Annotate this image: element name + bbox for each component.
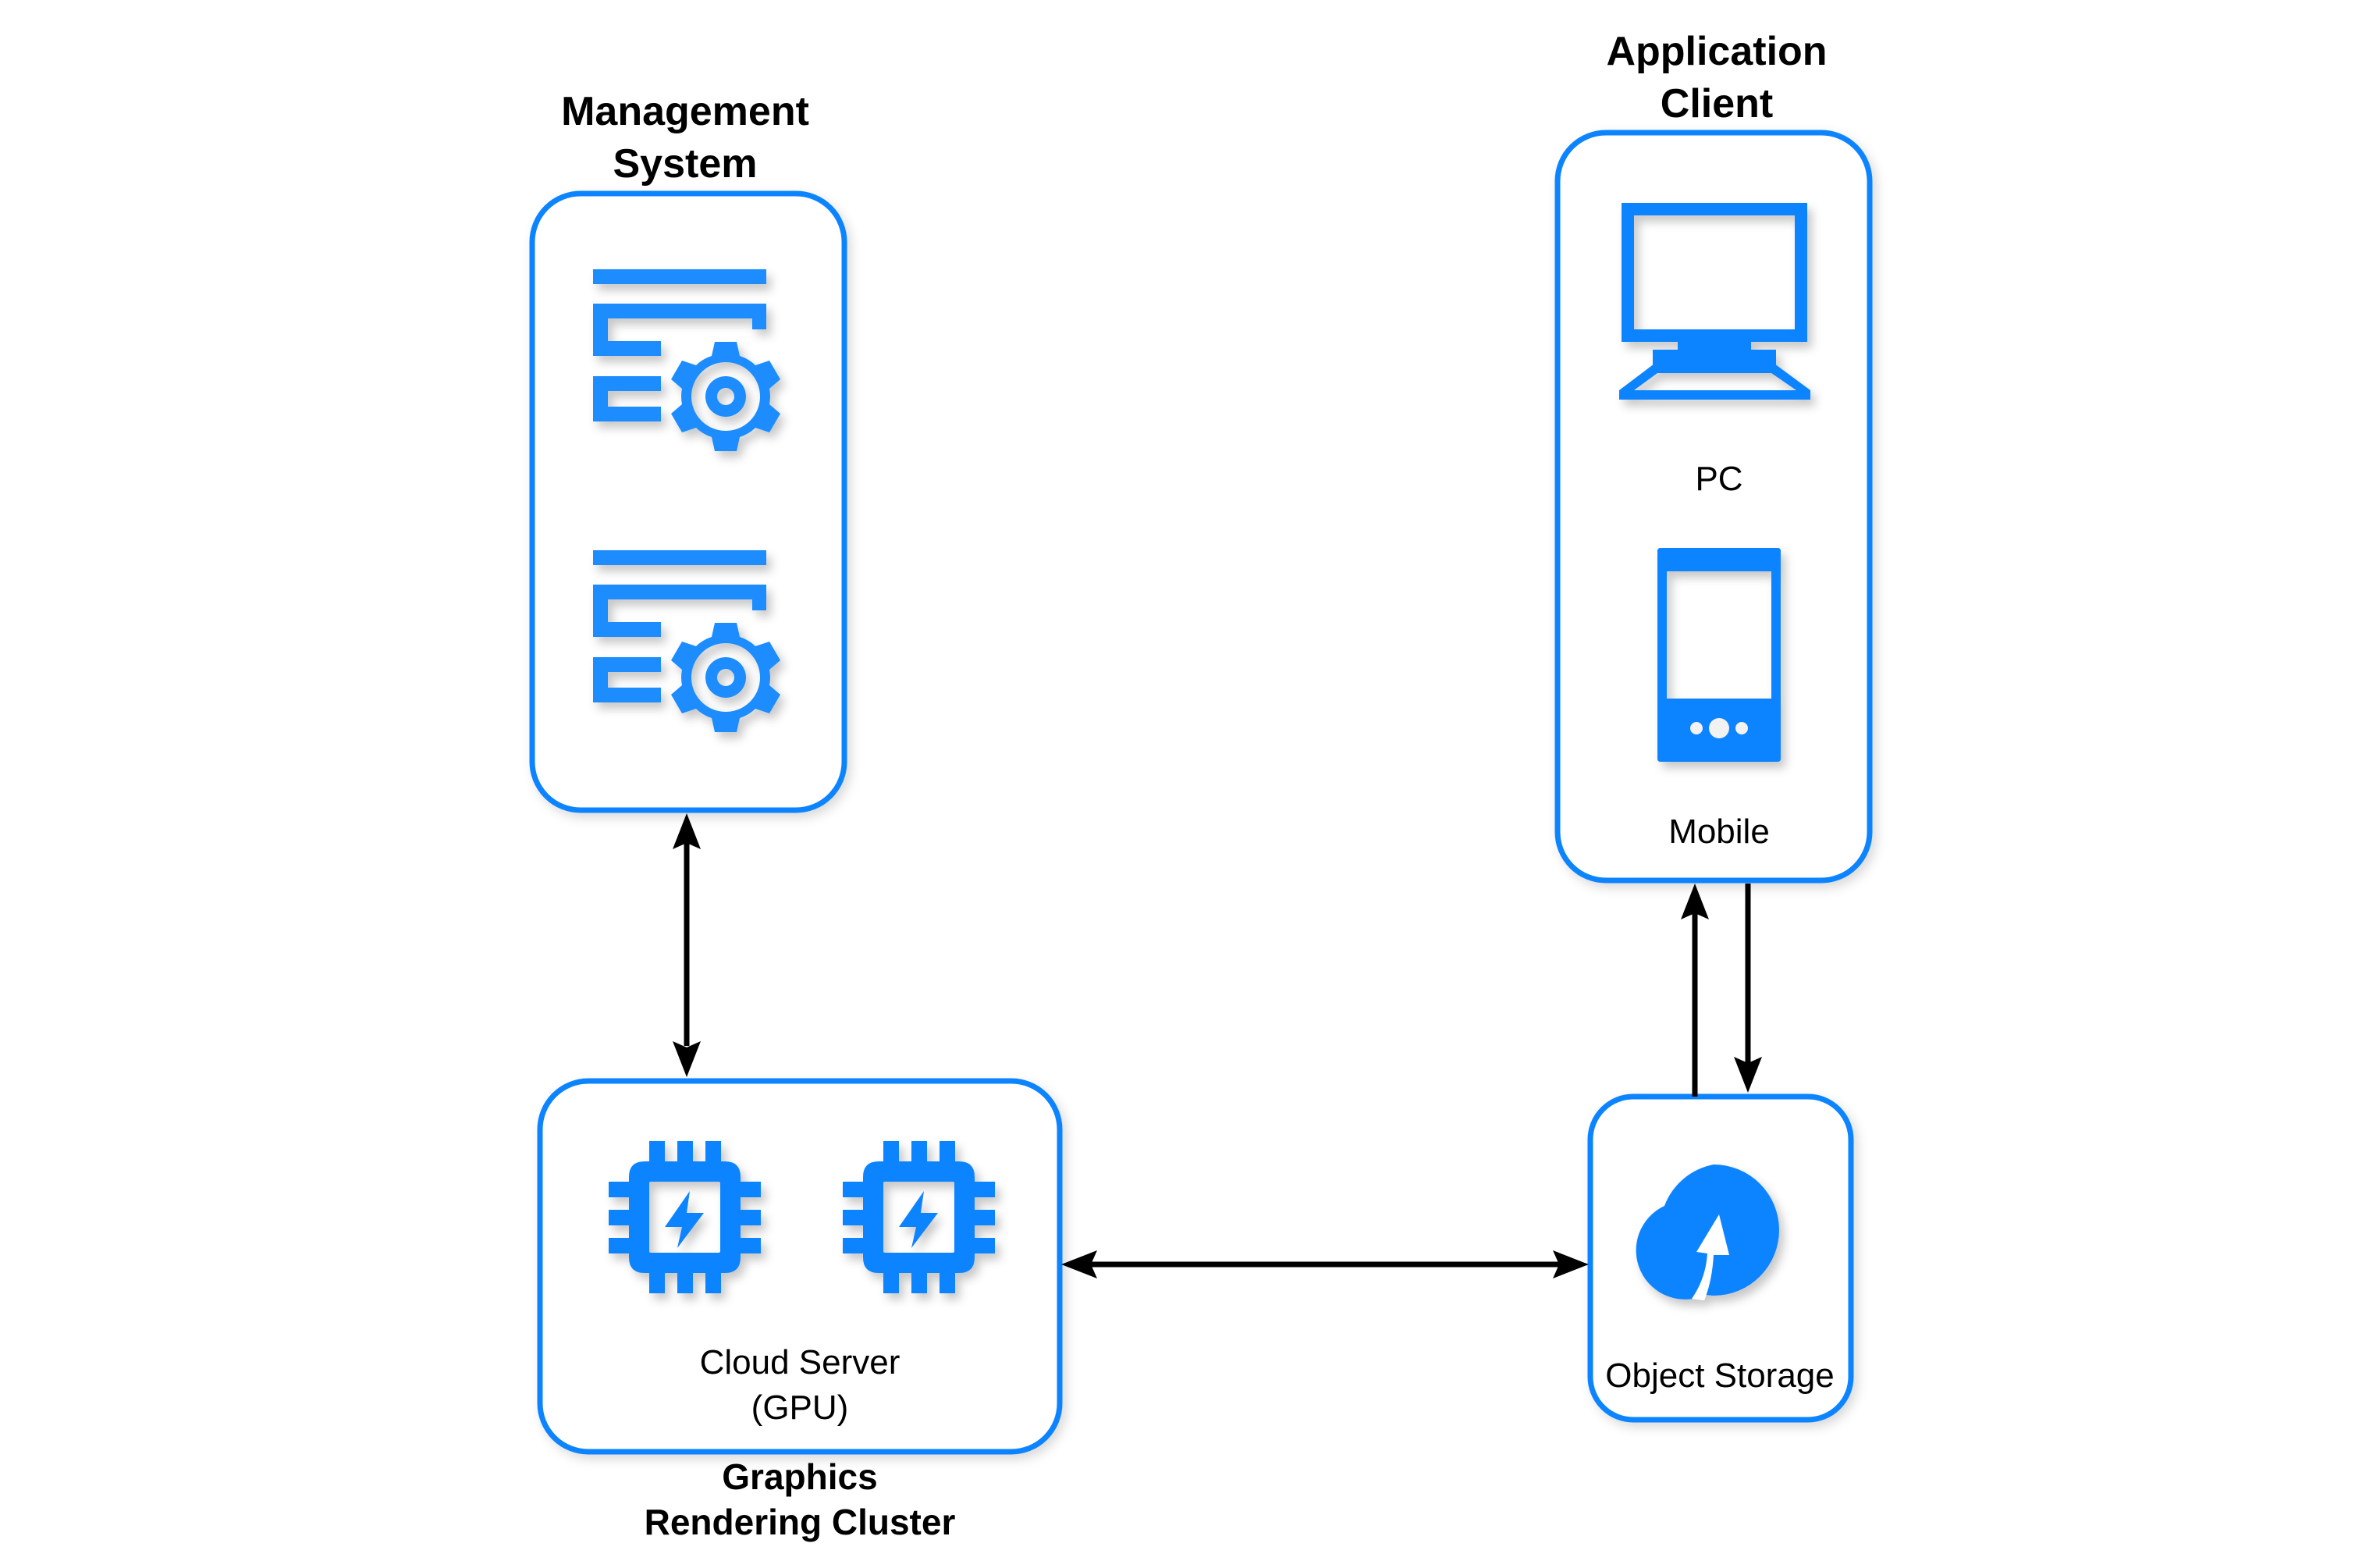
mobile-label: Mobile [1668,813,1770,851]
cloud-upload-icon [1636,1165,1779,1300]
application-client-box[interactable] [1554,130,1873,884]
connector-application-to-storage [1734,884,1762,1093]
desktop-monitor-icon [1619,203,1810,400]
connector-management-rendering [673,813,701,1077]
arrowhead-up [673,813,701,849]
cloud-server-label-line-2: (GPU) [751,1389,849,1427]
rendering-cluster-title-line-2: Rendering Cluster [645,1502,956,1542]
management-title-line-2: System [613,141,758,187]
application-title-line-2: Client [1661,81,1773,126]
cloud-server-label-line-1: Cloud Server [700,1343,900,1381]
graphics-rendering-cluster-node[interactable]: Cloud Server (GPU) Graphics Rendering Cl… [537,1078,1063,1542]
object-storage-node[interactable]: Object Storage [1587,1093,1854,1423]
management-system-box[interactable] [529,190,847,813]
rendering-cluster-title-line-1: Graphics [722,1456,877,1497]
pc-label: PC [1695,460,1742,498]
arrowhead-right [1553,1250,1589,1278]
management-title-line-1: Management [561,89,809,134]
arrowhead-down [673,1041,701,1077]
object-storage-label: Object Storage [1605,1357,1835,1395]
application-title-line-1: Application [1606,29,1827,74]
connector-storage-to-application [1681,884,1709,1097]
connector-rendering-storage [1061,1250,1589,1278]
arrowhead-down [1734,1057,1762,1093]
mobile-phone-icon [1657,548,1781,762]
arrowhead-left [1061,1250,1097,1278]
application-client-node[interactable]: Application Client PC Mobile [1554,29,1873,884]
management-system-node[interactable]: Management System [529,89,847,813]
arrowhead-up [1681,884,1709,919]
